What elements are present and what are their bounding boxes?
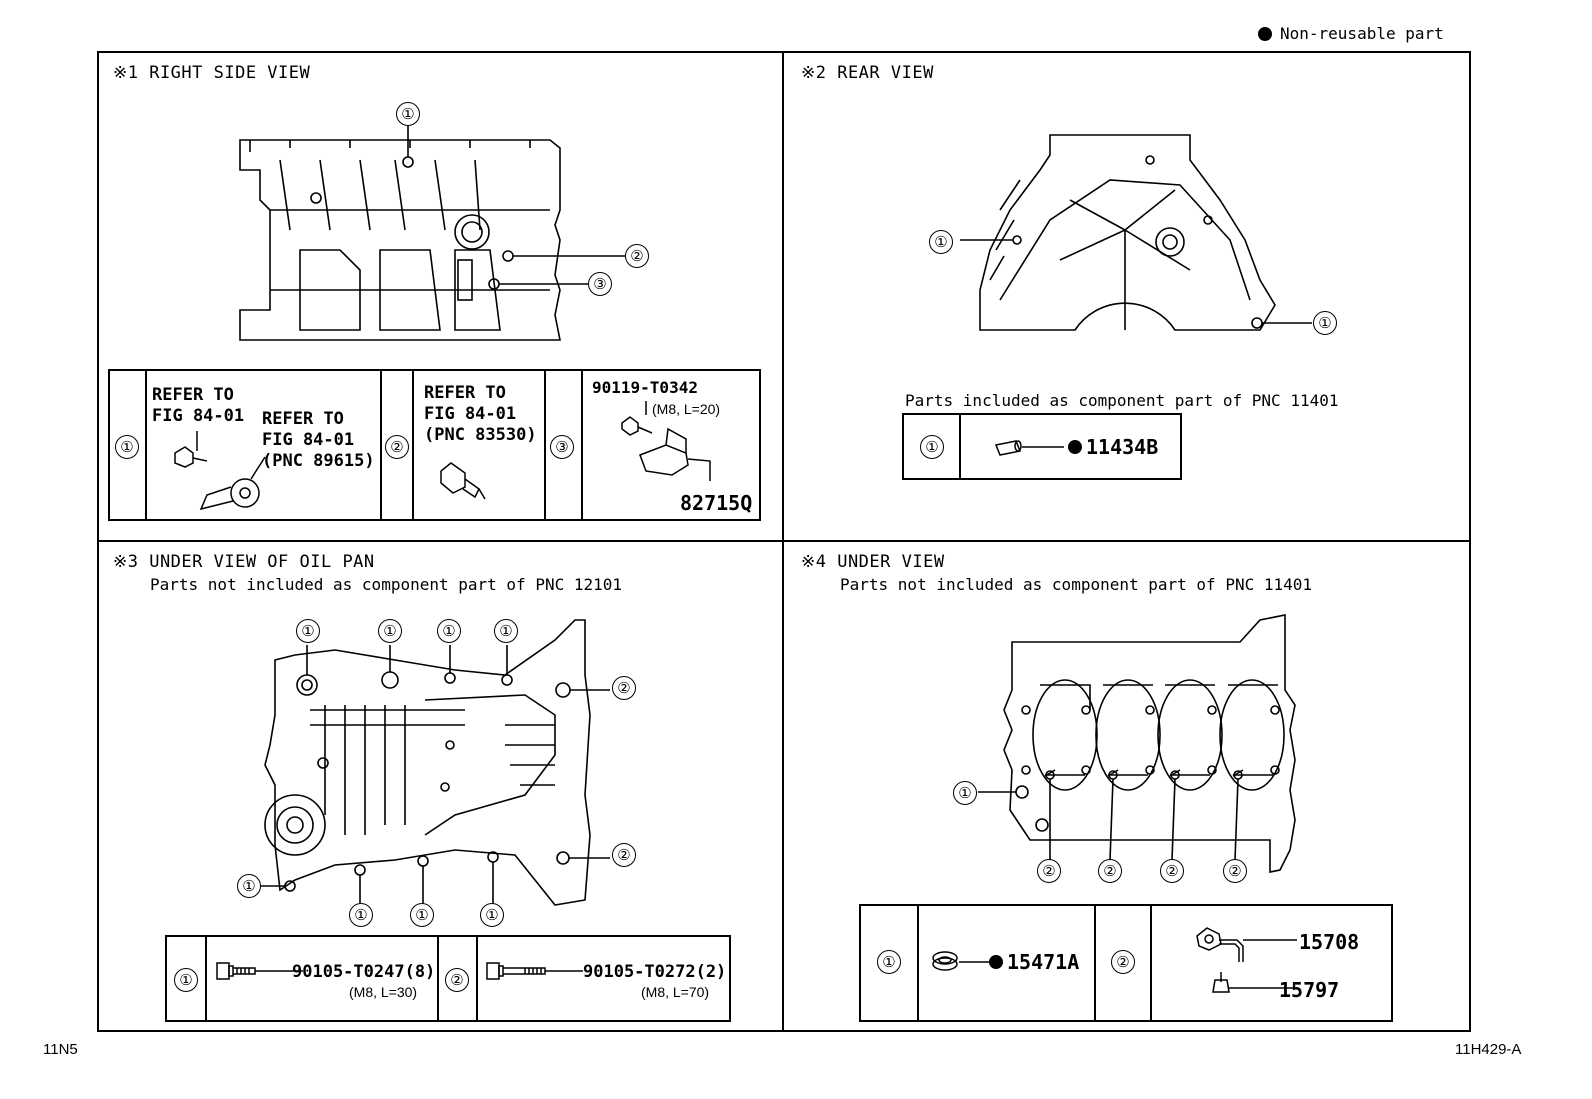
panel4-title: ※4 UNDER VIEW xyxy=(801,552,945,572)
panel3-parts-table: ① 90105-T0247(8) (M8, L=30) ② 90105-T027… xyxy=(165,935,731,1022)
panel-divider-horizontal xyxy=(97,540,1471,542)
pressure-switch-icon xyxy=(440,462,486,500)
oilpan-callout-1b: ① xyxy=(378,619,402,643)
oil-nozzle-part: 15708 xyxy=(1299,930,1360,954)
non-reusable-dot-icon xyxy=(1068,440,1082,454)
oilpan-callout-1c: ① xyxy=(437,619,461,643)
block-under-view-drawing xyxy=(978,614,1296,873)
filled-dot-icon xyxy=(1258,26,1272,41)
panel2-title: ※2 REAR VIEW xyxy=(801,63,934,83)
panel1-parts-table: ① REFER TO FIG 84-01 REFER TO FIG 84-01 … xyxy=(108,369,761,521)
legend-text: Non-reusable part xyxy=(1280,24,1444,43)
non-reusable-dot-icon xyxy=(989,955,1003,969)
footer-left-code: 11N5 xyxy=(43,1041,78,1058)
panel2-note: Parts included as component part of PNC … xyxy=(905,391,1339,410)
table-ref-2: ② xyxy=(385,435,409,459)
refer-fig-text-1: REFER TO FIG 84-01 xyxy=(152,385,245,426)
dowel-pin-icon xyxy=(994,440,1064,456)
panel3-note: Parts not included as component part of … xyxy=(150,575,623,594)
callout-2: ② xyxy=(625,244,649,268)
short-bolt-spec: (M8, L=30) xyxy=(349,984,418,1000)
block-callout-2a: ② xyxy=(1037,859,1061,883)
nozzle-bolt-part: 15797 xyxy=(1279,978,1340,1002)
panel2-parts-table: ① 11434B xyxy=(902,413,1182,480)
oilpan-callout-1f: ① xyxy=(349,903,373,927)
block-callout-2c: ② xyxy=(1160,859,1184,883)
table-ref-1: ① xyxy=(115,435,139,459)
callout-1: ① xyxy=(396,102,420,126)
block-callout-2b: ② xyxy=(1098,859,1122,883)
oilpan-callout-1d: ① xyxy=(494,619,518,643)
oilpan-callout-2a: ② xyxy=(612,676,636,700)
table-ref-3: ③ xyxy=(550,435,574,459)
bolt-spec: (M8, L=20) xyxy=(652,401,721,417)
oilpan-callout-1a: ① xyxy=(296,619,320,643)
panel3-title: ※3 UNDER VIEW OF OIL PAN xyxy=(113,552,375,572)
block-callout-1: ① xyxy=(953,781,977,805)
short-bolt-part: 90105-T0247(8) xyxy=(292,962,436,982)
rear-view-drawing xyxy=(960,134,1312,331)
oilpan-table-ref-1: ① xyxy=(174,968,198,992)
oil-pan-under-view-drawing xyxy=(260,619,610,906)
callout-3: ③ xyxy=(588,272,612,296)
oilpan-callout-2b: ② xyxy=(612,843,636,867)
short-bolt-icon xyxy=(216,962,303,980)
oilpan-callout-1h: ① xyxy=(480,903,504,927)
panel4-parts-table: ① 15471A ② 15708 15797 xyxy=(859,904,1393,1022)
bolt-part-number: 90119-T0342 xyxy=(592,378,698,397)
bracket-bolt-icon xyxy=(621,401,711,481)
long-bolt-spec: (M8, L=70) xyxy=(641,984,710,1000)
block-table-ref-1: ① xyxy=(877,950,901,974)
oil-nozzle-icon xyxy=(1196,927,1297,993)
oilpan-callout-1g: ① xyxy=(410,903,434,927)
oilpan-table-ref-2: ② xyxy=(445,968,469,992)
panel4-note: Parts not included as component part of … xyxy=(840,575,1313,594)
rear-table-ref-1: ① xyxy=(920,435,944,459)
knock-sensor-bolt-icon xyxy=(174,431,266,511)
block-callout-2d: ② xyxy=(1223,859,1247,883)
bracket-part-number: 82715Q xyxy=(680,491,753,515)
right-side-view-drawing xyxy=(239,125,625,341)
block-table-ref-2: ② xyxy=(1111,950,1135,974)
rear-callout-1b: ① xyxy=(1313,311,1337,335)
plug-seal-icon xyxy=(932,951,993,971)
footer-right-code: 11H429-A xyxy=(1455,1041,1522,1058)
long-bolt-part: 90105-T0272(2) xyxy=(583,962,727,982)
panel1-title: ※1 RIGHT SIDE VIEW xyxy=(113,63,311,83)
rear-callout-1a: ① xyxy=(929,230,953,254)
dowel-pin-part: 11434B xyxy=(1068,435,1158,459)
long-bolt-icon xyxy=(486,962,583,980)
seal-part: 15471A xyxy=(989,950,1079,974)
oilpan-callout-1e: ① xyxy=(237,874,261,898)
non-reusable-legend: Non-reusable part xyxy=(1258,24,1444,43)
refer-fig-text-2: REFER TO FIG 84-01 (PNC 89615) xyxy=(262,409,375,471)
refer-fig-text-3: REFER TO FIG 84-01 (PNC 83530) xyxy=(424,383,537,445)
